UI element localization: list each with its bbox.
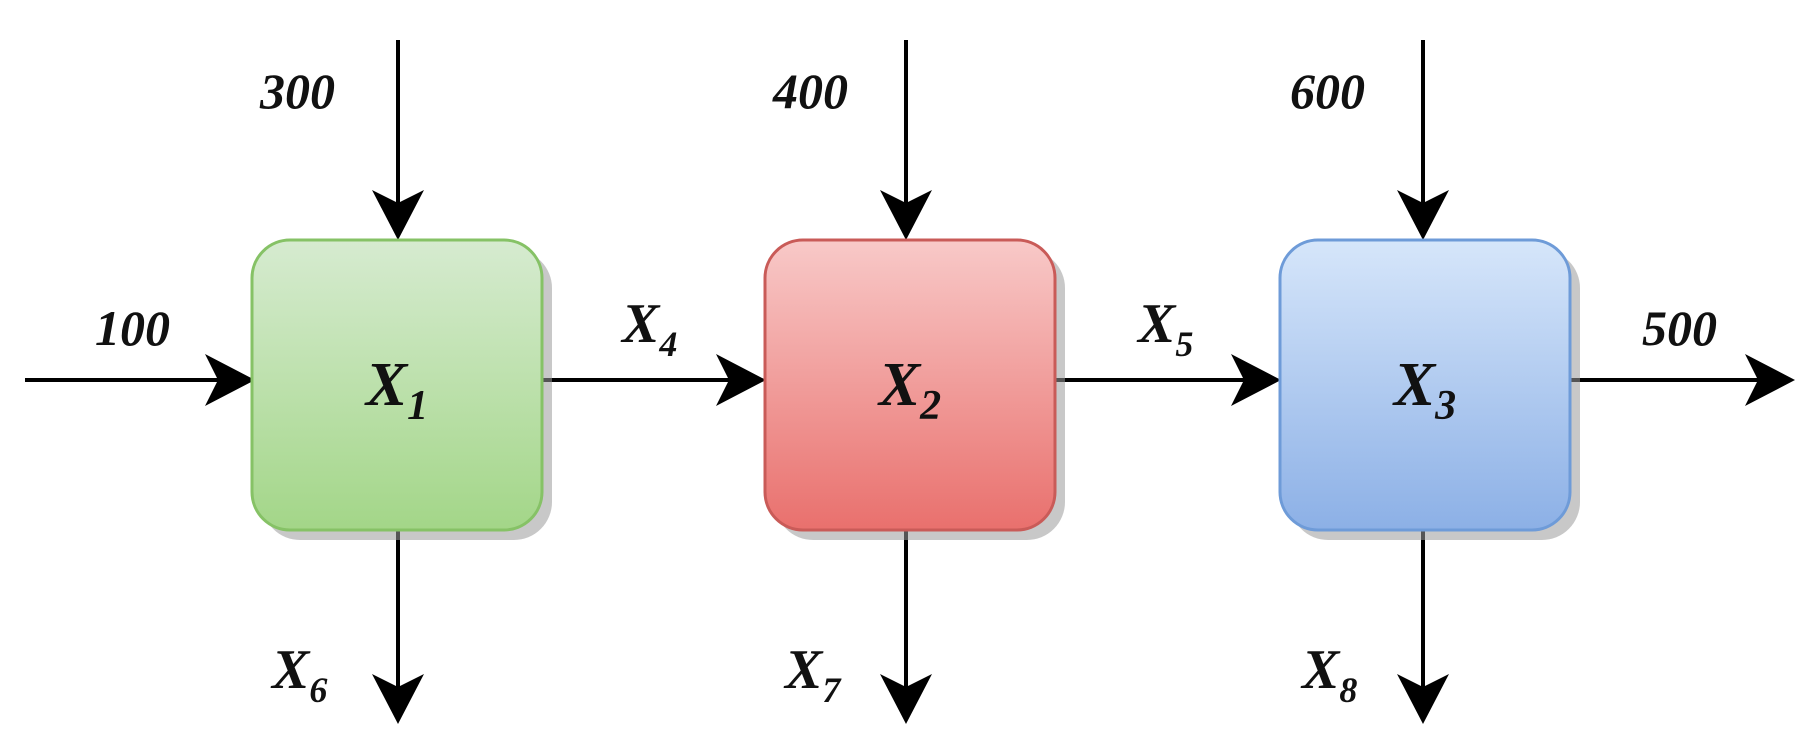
x6-stream-arrow <box>372 525 424 724</box>
x7-stream-arrow <box>880 525 932 724</box>
node-x3-box <box>1278 238 1572 532</box>
x3-top-input-arrow <box>1397 40 1449 240</box>
feed-label: 100 <box>95 300 170 356</box>
x1-top-input-arrow <box>372 40 424 240</box>
output-label: 500 <box>1642 300 1717 356</box>
node-x3: X3 <box>1278 238 1580 540</box>
node-x2: X2 <box>763 238 1065 540</box>
node-x3-label: X3 <box>1392 351 1456 429</box>
x4-stream-label: X4 <box>620 293 677 364</box>
x3-top-input-label: 600 <box>1290 63 1365 119</box>
x2-top-input-arrow <box>880 40 932 240</box>
x4-stream-arrow <box>540 354 766 406</box>
node-x1-box <box>250 238 544 532</box>
output-arrow <box>1564 354 1795 406</box>
node-x1: X1 <box>250 238 552 540</box>
feed-arrow <box>25 354 255 406</box>
node-x1-label: X1 <box>364 351 428 429</box>
x7-stream-label: X7 <box>783 639 842 710</box>
x8-stream-label: X8 <box>1300 639 1357 710</box>
x1-top-input-label: 300 <box>259 63 335 119</box>
node-x2-box <box>763 238 1057 532</box>
x8-stream-arrow <box>1397 525 1449 724</box>
x5-stream-arrow <box>1050 354 1281 406</box>
x5-stream-label: X5 <box>1136 293 1193 364</box>
node-x2-label: X2 <box>877 351 941 429</box>
x6-stream-label: X6 <box>270 639 327 710</box>
x2-top-input-label: 400 <box>772 63 848 119</box>
